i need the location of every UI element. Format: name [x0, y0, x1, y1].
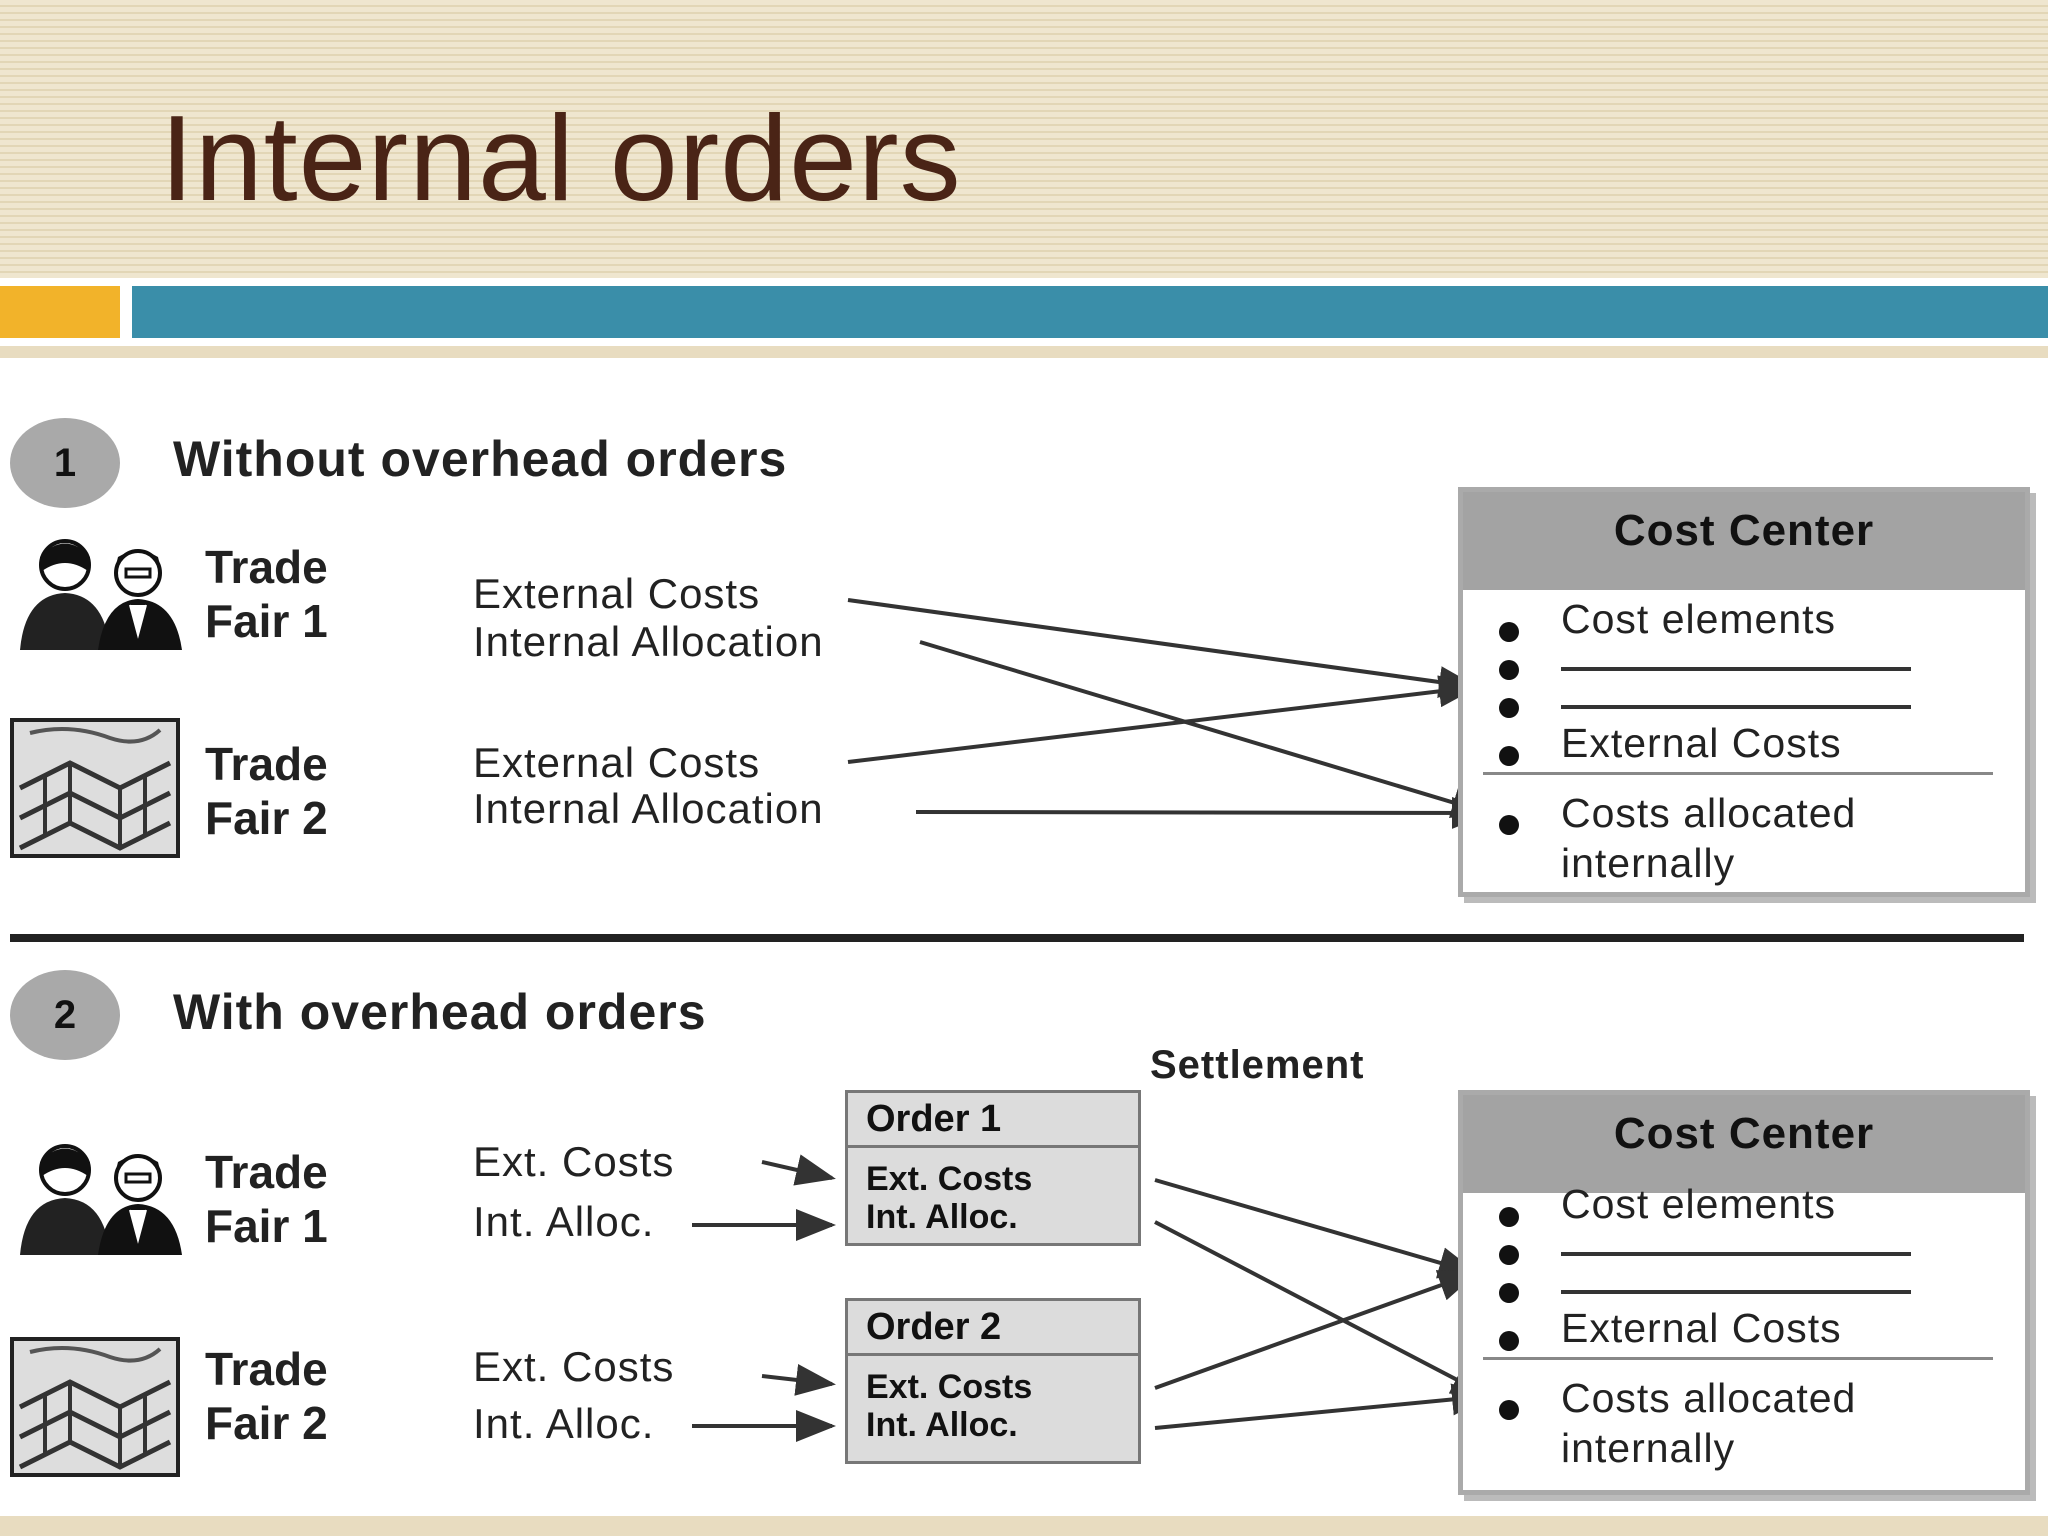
order-ext-costs: Ext. Costs	[866, 1160, 1033, 1198]
section1-heading: Without overhead orders	[173, 431, 788, 487]
bullet-icon	[1499, 746, 1519, 766]
accent-bar-blue	[132, 286, 2048, 338]
cost-center-separator	[1483, 772, 1993, 775]
costs-allocated-item: Costs allocated internally	[1561, 788, 1856, 888]
costs-allocated-line: internally	[1561, 1425, 1736, 1471]
bullet-icon	[1499, 1400, 1519, 1420]
arrow-int2-to-allocated	[915, 796, 1492, 829]
external-costs-item: External Costs	[1561, 720, 1842, 766]
bullet-icon	[1499, 698, 1519, 718]
blank-line	[1561, 1290, 1911, 1294]
settle-order2-ext	[1154, 1270, 1479, 1390]
divider-strip	[0, 346, 2048, 358]
section1-fair2-costs: External Costs Internal Allocation	[473, 740, 824, 832]
order-body: Ext. Costs Int. Alloc.	[848, 1356, 1138, 1444]
external-costs-label: External Costs	[473, 570, 761, 617]
section2-number-badge: 2	[10, 970, 120, 1060]
bullet-icon	[1499, 1245, 1519, 1265]
slide-title: Internal orders	[160, 90, 962, 226]
costs-allocated-item: Costs allocated internally	[1561, 1373, 1856, 1473]
internal-allocation-label: Internal Allocation	[473, 618, 824, 665]
blank-line	[1561, 667, 1911, 671]
cost-center-title: Cost Center	[1463, 1095, 2025, 1193]
bullet-icon	[1499, 1207, 1519, 1227]
costs-allocated-line: Costs allocated	[1561, 1375, 1857, 1421]
settle-order1-ext	[1154, 1178, 1479, 1279]
settle-order1-int	[1154, 1220, 1492, 1398]
connector-layer	[10, 598, 2024, 1442]
costs-allocated-line: Costs allocated	[1561, 790, 1857, 836]
bullet-icon	[1499, 660, 1519, 680]
cost-center-title: Cost Center	[1463, 492, 2025, 590]
order-ext-costs: Ext. Costs	[866, 1368, 1033, 1406]
cost-center-box-1: Cost Center Cost elements External Costs…	[1458, 487, 2030, 897]
people-icon	[10, 535, 185, 655]
arrow-fair1-ext-to-order1	[761, 1154, 836, 1186]
fair-label-line: Trade	[205, 1343, 328, 1395]
order-title: Order 1	[848, 1093, 1138, 1148]
arrow-ext2-to-external	[847, 675, 1479, 764]
section2-fair2-int: Int. Alloc.	[473, 1400, 655, 1447]
order-2-box: Order 2 Ext. Costs Int. Alloc.	[845, 1298, 1141, 1464]
section2-heading: With overhead orders	[173, 984, 707, 1040]
order-1-box: Order 1 Ext. Costs Int. Alloc.	[845, 1090, 1141, 1246]
fair-label-line: Fair 2	[205, 792, 328, 844]
booths-icon	[10, 1337, 180, 1482]
arrow-int1-to-allocated	[919, 640, 1492, 818]
fair-label-line: Fair 1	[205, 1200, 328, 1252]
section2-fair2-ext: Ext. Costs	[473, 1343, 675, 1390]
bullet-icon	[1499, 1283, 1519, 1303]
section2-fair2-label: Trade Fair 2	[205, 1342, 328, 1450]
section1-number-badge: 1	[10, 418, 120, 508]
arrow-fair2-ext-to-order2	[761, 1364, 836, 1396]
fair-label-line: Fair 2	[205, 1397, 328, 1449]
external-costs-label: External Costs	[473, 739, 761, 786]
section2-fair1-ext: Ext. Costs	[473, 1138, 675, 1185]
bullet-icon	[1499, 622, 1519, 642]
costs-allocated-line: internally	[1561, 840, 1736, 886]
footer-strip	[0, 1516, 2048, 1536]
internal-orders-diagram: 1 Without overhead orders Trade Fair 1 E…	[0, 380, 2048, 1510]
fair-label-line: Fair 1	[205, 595, 328, 647]
blank-line	[1561, 705, 1911, 709]
booths-icon	[10, 718, 180, 863]
section1-fair2-label: Trade Fair 2	[205, 737, 328, 845]
cost-center-separator	[1483, 1357, 1993, 1360]
settlement-label: Settlement	[1150, 1043, 1365, 1087]
bullet-icon	[1499, 1331, 1519, 1351]
slide-header: Internal orders	[0, 0, 2048, 278]
order-title: Order 2	[848, 1301, 1138, 1356]
people-icon	[10, 1140, 185, 1260]
section1-fair1-costs: External Costs Internal Allocation	[473, 570, 824, 666]
section1-fair1-label: Trade Fair 1	[205, 540, 328, 648]
fair-label-line: Trade	[205, 541, 328, 593]
external-costs-item: External Costs	[1561, 1305, 1842, 1351]
fair-label-line: Trade	[205, 738, 328, 790]
fair-label-line: Trade	[205, 1146, 328, 1198]
arrow-ext1-to-external	[847, 598, 1479, 698]
order-int-alloc: Int. Alloc.	[866, 1198, 1018, 1236]
internal-allocation-label: Internal Allocation	[473, 785, 824, 832]
bullet-icon	[1499, 815, 1519, 835]
section2-fair1-label: Trade Fair 1	[205, 1145, 328, 1253]
accent-bar-orange	[0, 286, 120, 338]
order-body: Ext. Costs Int. Alloc.	[848, 1148, 1138, 1236]
settle-order2-int	[1154, 1383, 1492, 1430]
cost-elements-label: Cost elements	[1561, 596, 1837, 642]
cost-center-box-2: Cost Center Cost elements External Costs…	[1458, 1090, 2030, 1495]
order-int-alloc: Int. Alloc.	[866, 1406, 1018, 1444]
blank-line	[1561, 1252, 1911, 1256]
section2-fair1-int: Int. Alloc.	[473, 1198, 655, 1245]
cost-elements-label: Cost elements	[1561, 1181, 1837, 1227]
